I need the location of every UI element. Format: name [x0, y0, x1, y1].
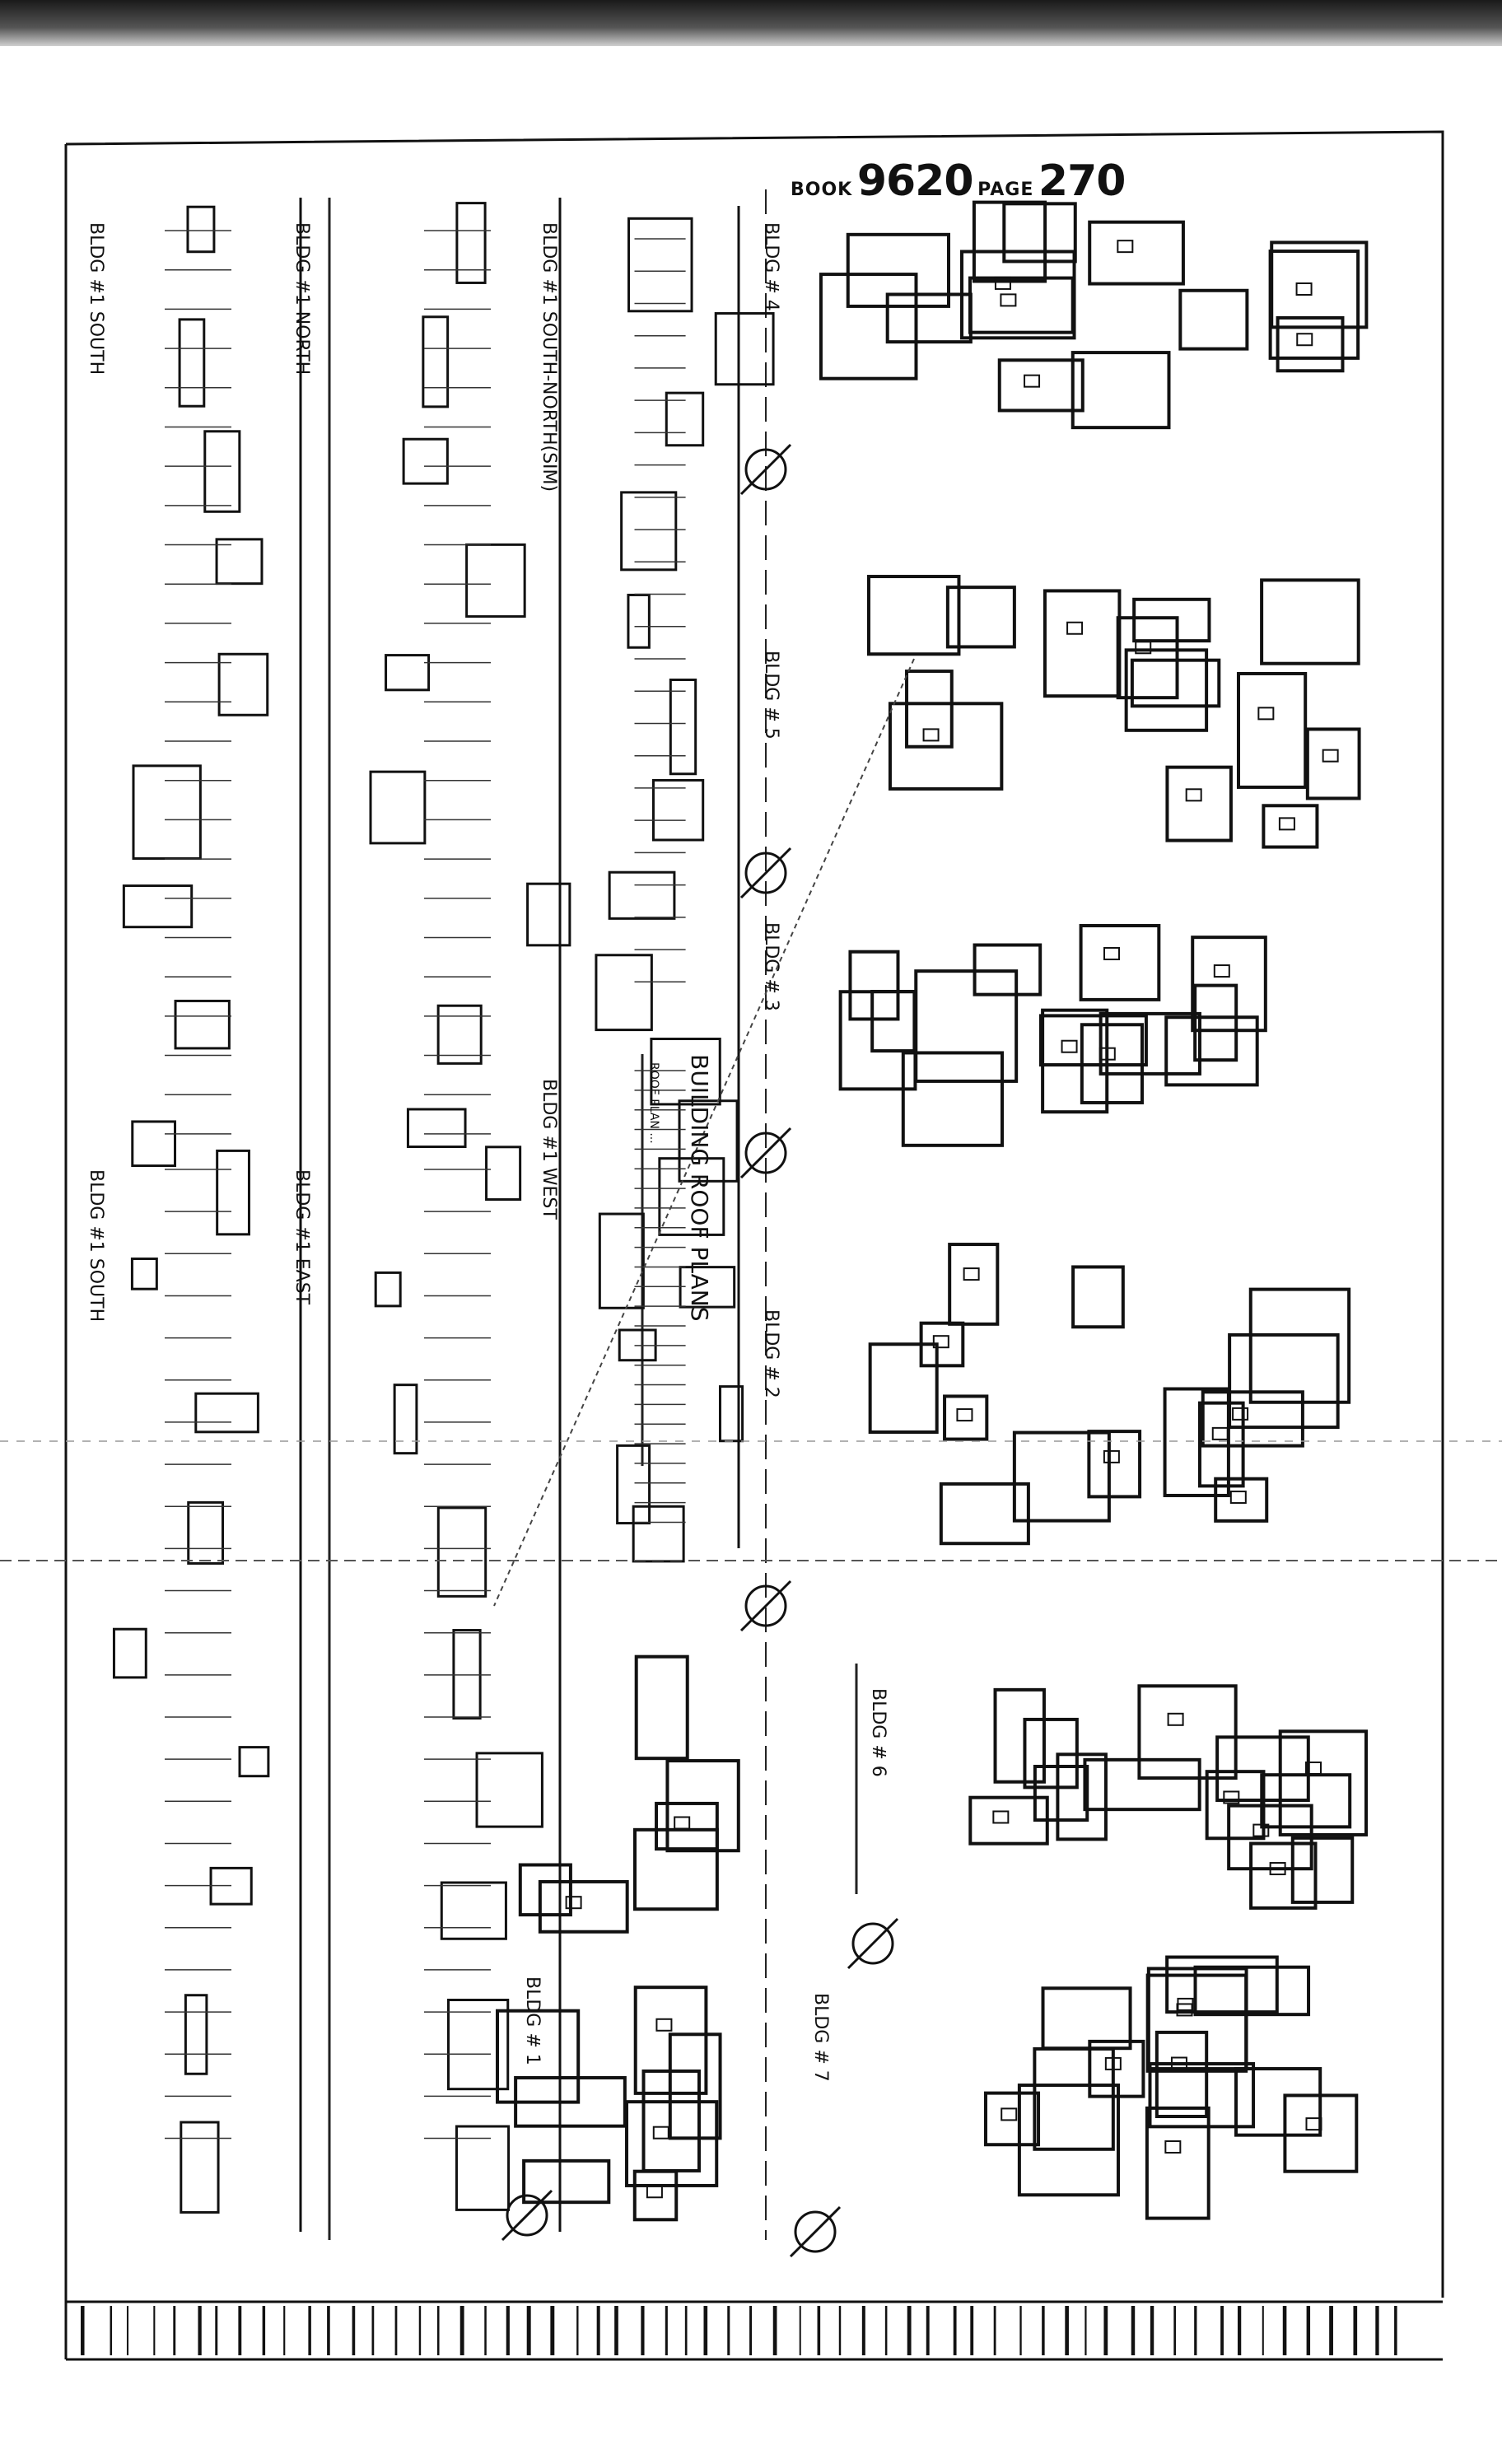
plan-label: BLDG # 2: [761, 1309, 781, 1398]
building-footprint: [984, 1955, 1359, 2220]
sheet-border: [64, 130, 1444, 2361]
building-footprint: [838, 924, 1267, 1147]
annotations: [0, 443, 1502, 2258]
book-label: BOOK: [791, 180, 853, 200]
plan-label: BLDG # 4: [761, 222, 781, 311]
scan-edge: [0, 0, 1502, 46]
north-arrow-icon: [789, 2205, 842, 2258]
elevation-label: BLDG #1 EAST: [292, 1169, 312, 1305]
elevation-label: BLDG #1 NORTH: [292, 222, 312, 375]
recording-stamp: BOOK 9620 PAGE 270: [791, 156, 1126, 206]
elevation-label: BLDG #1 SOUTH-NORTH(SIM): [539, 222, 559, 492]
building-footprint: [866, 575, 1361, 849]
north-arrow-icon: [739, 847, 792, 899]
plan-label: BLDG # 7: [810, 1993, 831, 2082]
plan-label: BLDG # 3: [761, 922, 781, 1011]
drawing-title: BUILDING ROOF PLANS: [686, 1054, 713, 1321]
title-block: [81, 2306, 1397, 2355]
north-arrow-icon: [739, 1127, 792, 1179]
building-footprint: [868, 1243, 1351, 1546]
elevation-label: BLDG #1 WEST: [539, 1079, 559, 1220]
plan-label: BLDG # 5: [761, 651, 781, 740]
north-arrow-icon: [739, 1580, 792, 1632]
page-label: PAGE: [977, 180, 1034, 200]
page-number: 270: [1038, 156, 1126, 206]
elevation-label: BLDG #1 SOUTH: [86, 1169, 106, 1322]
north-arrow-icon: [739, 443, 792, 496]
elevation-drawing: [112, 1136, 302, 2232]
elevation-drawing: [595, 206, 775, 1046]
plan-label: BLDG # 1: [522, 1976, 543, 2065]
elevations: [112, 198, 775, 2232]
north-arrow-icon: [847, 1917, 899, 1970]
north-arrow-icon: [501, 2189, 553, 2242]
building-footprint: [968, 1684, 1368, 1910]
elevation-label: BLDG #1 SOUTH: [86, 222, 106, 375]
drawing-labels: BLDG #1 SOUTH BLDG #1 NORTH BLDG #1 SOUTH-…: [86, 222, 889, 2082]
elevation-drawing: [374, 1136, 562, 2232]
building-footprint: [819, 200, 1369, 430]
roof-plans: [496, 200, 1369, 2222]
elevation-drawing: [122, 198, 302, 1219]
elevation-drawing: [369, 198, 571, 1219]
building-footprint: [496, 1654, 740, 2222]
leader-line: [493, 658, 915, 1607]
elevation-drawing: [598, 1038, 744, 1563]
plan-label: BLDG # 6: [868, 1688, 889, 1777]
drawing-note: ROOF PLAN ...: [647, 1062, 660, 1144]
book-number: 9620: [856, 156, 974, 206]
